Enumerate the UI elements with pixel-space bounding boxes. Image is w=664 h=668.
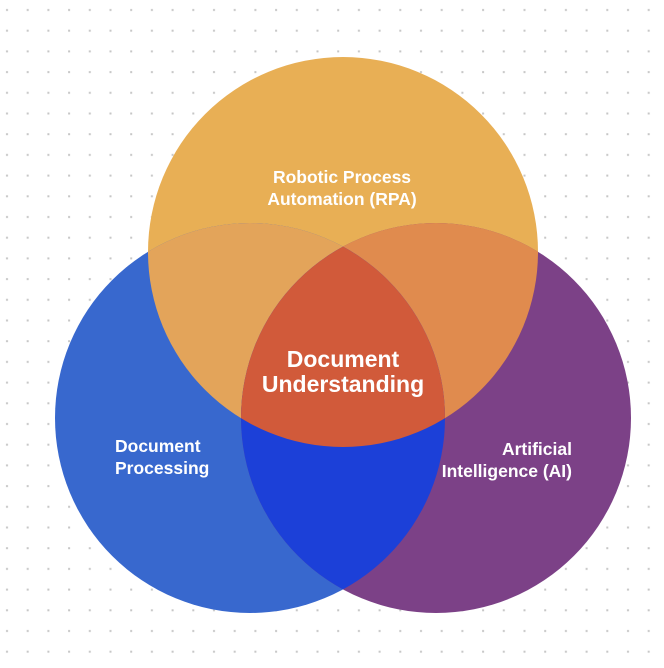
label-document-understanding: Document Understanding [262,347,424,396]
label-dp-line2: Processing [115,458,210,478]
label-rpa-line1: Robotic Process [272,167,412,187]
label-dp-line1: Document [115,436,201,456]
label-artificial-intelligence: Artificial Intelligence (AI) [442,438,572,482]
label-center-line1: Document [286,346,400,372]
label-rpa-line2: Automation (RPA) [267,189,417,209]
label-ai-line1: Artificial [501,439,572,459]
label-rpa: Robotic Process Automation (RPA) [267,166,416,210]
overlap-center [241,223,445,447]
label-center-line2: Understanding [261,370,425,397]
label-document-processing: Document Processing [115,435,209,479]
label-ai-line2: Intelligence (AI) [441,461,572,481]
